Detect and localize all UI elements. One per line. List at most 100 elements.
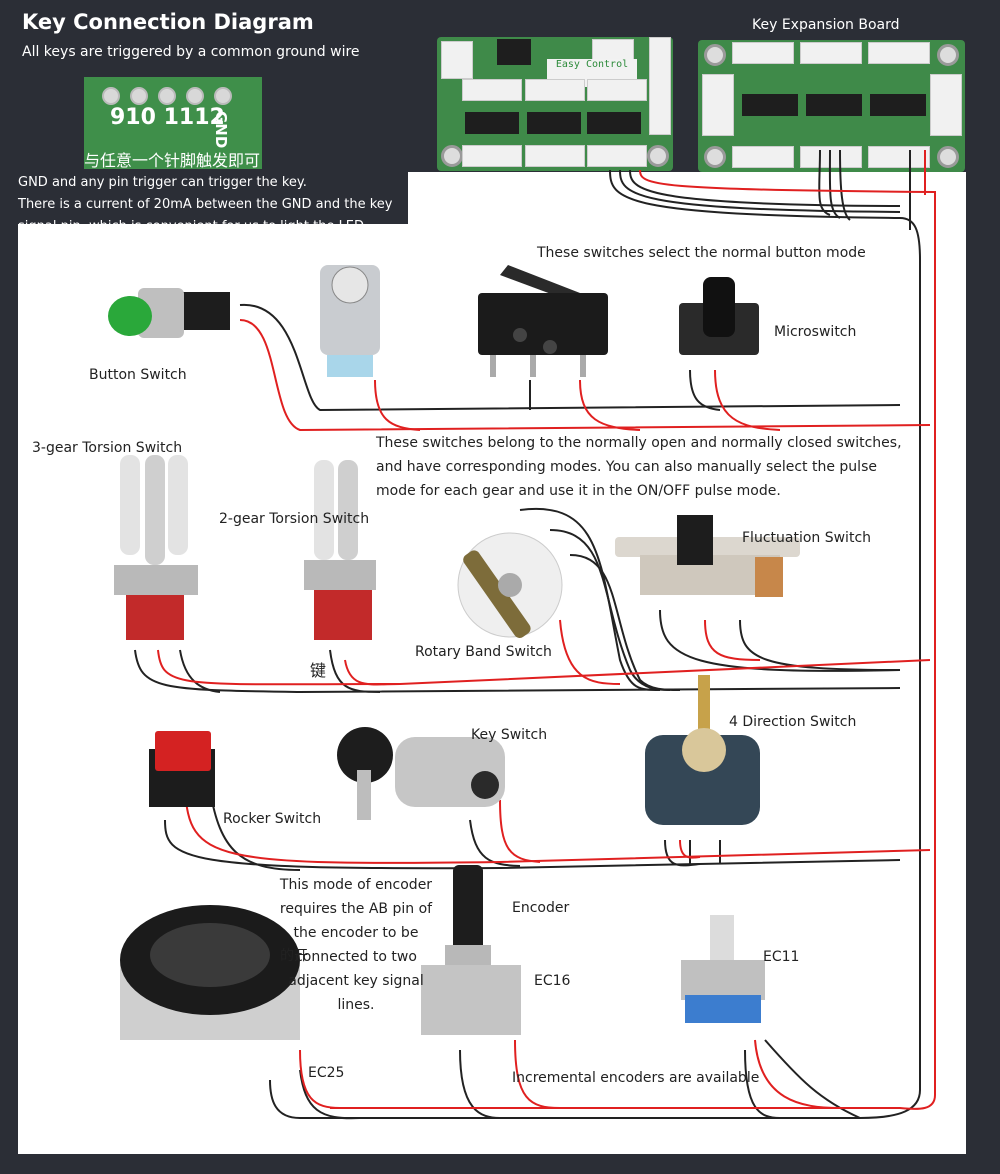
- key-switch-image: [337, 727, 505, 820]
- ground-wire: [689, 369, 721, 411]
- diagram-title: Key Connection Diagram: [22, 10, 314, 34]
- note-line: This mode of encoder: [279, 877, 433, 893]
- label-rocker-switch: Rocker Switch: [223, 811, 322, 827]
- label-button-switch: Button Switch: [89, 367, 187, 383]
- pin-hole-icon: [158, 87, 176, 105]
- mount-hole-icon: [704, 44, 726, 66]
- ground-wire: [469, 819, 521, 867]
- two-gear-toggle-image: [304, 460, 376, 640]
- signal-wire: [499, 799, 541, 863]
- connector: [800, 42, 862, 64]
- expansion-board: [698, 40, 965, 172]
- ground-wire: [299, 1069, 361, 1120]
- pin-hole-icon: [186, 87, 204, 105]
- connector: [732, 42, 794, 64]
- connector: [800, 146, 862, 168]
- chip: [527, 112, 581, 134]
- button-switch-image: [108, 288, 230, 338]
- note-line: adjacent key signal: [288, 973, 424, 989]
- pin-hole-icon: [102, 87, 120, 105]
- three-gear-toggle-image: [114, 455, 198, 640]
- ground-wire: [839, 149, 851, 221]
- pin-hole-icon: [214, 87, 232, 105]
- mount-hole-icon: [704, 146, 726, 168]
- mount-hole-icon: [937, 44, 959, 66]
- signal-wire: [344, 659, 401, 686]
- signal-wire: [679, 839, 701, 859]
- pin-hole-icon: [130, 87, 148, 105]
- cjk-caption: 与任意一个针脚触发即可: [84, 151, 261, 170]
- info-line: GND and any pin trigger can trigger the …: [18, 175, 307, 190]
- ground-wire: [239, 303, 901, 412]
- rotary-band-switch-image: [457, 532, 563, 638]
- info-line: There is a current of 20mA between the G…: [18, 197, 393, 212]
- mount-hole-icon: [647, 145, 669, 167]
- chip: [465, 112, 519, 134]
- note-line: mode for each gear and use it in the ON/…: [376, 483, 781, 499]
- note-line: the encoder to be: [293, 925, 419, 941]
- ec25-encoder-image: [120, 905, 300, 1040]
- ground-wire: [739, 619, 901, 671]
- connector: [649, 37, 671, 135]
- rocker-switch-image: [149, 731, 215, 807]
- ground-wire: [664, 839, 701, 867]
- ec11-encoder-image: [681, 915, 765, 1023]
- pin-header-image: 910 1112 GND 与任意一个针脚触发即可: [84, 77, 262, 170]
- connector: [462, 79, 522, 101]
- note-line: These switches belong to the normally op…: [376, 435, 902, 451]
- four-direction-switch-image: [645, 675, 760, 825]
- slide-switch-image: [615, 515, 800, 597]
- connector: [702, 74, 734, 136]
- label-key-switch: Key Switch: [471, 727, 548, 743]
- pin-numbers: 910 1112: [110, 105, 225, 130]
- signal-wire: [330, 169, 936, 1110]
- signal-wire: [754, 1039, 841, 1109]
- connector: [930, 74, 962, 136]
- label-two-gear-torsion: 2-gear Torsion Switch: [219, 511, 370, 527]
- ground-wire: [164, 819, 901, 870]
- label-ec25: EC25: [308, 1065, 345, 1081]
- stray-key-glyph: 键: [310, 661, 327, 680]
- mount-hole-icon: [441, 145, 463, 167]
- label-three-gear-torsion: 3-gear Torsion Switch: [32, 440, 183, 456]
- signal-wires: [157, 150, 936, 1110]
- signal-wire: [514, 1039, 561, 1109]
- note-line: lines.: [337, 997, 375, 1013]
- ground-wire: [269, 169, 921, 1119]
- signal-wire: [579, 379, 641, 431]
- note-line: requires the AB pin of: [279, 901, 433, 917]
- stray-de-glyph: 的开: [280, 948, 308, 964]
- ground-wire: [569, 554, 681, 691]
- connector: [525, 79, 585, 101]
- connector: [525, 145, 585, 167]
- ground-wire: [764, 1039, 861, 1119]
- gnd-label: GND: [212, 111, 230, 149]
- ground-wire: [329, 649, 381, 693]
- microswitch-lever-image: [478, 265, 608, 377]
- chip: [587, 112, 641, 134]
- note-line: connected to two: [295, 949, 417, 965]
- ground-wire: [459, 1049, 501, 1119]
- note-normal-button-mode: These switches select the normal button …: [537, 245, 866, 261]
- signal-wire: [157, 649, 931, 686]
- signal-wire: [184, 789, 931, 864]
- expansion-board-label: Key Expansion Board: [752, 17, 900, 33]
- signal-wire: [374, 379, 421, 431]
- signal-wire: [559, 619, 621, 685]
- ground-wire: [209, 789, 301, 871]
- signal-wire: [704, 619, 761, 661]
- connector: [868, 42, 930, 64]
- connector: [868, 146, 930, 168]
- note-line: and have corresponding modes. You can al…: [376, 459, 877, 475]
- label-fluctuation-switch: Fluctuation Switch: [742, 530, 872, 546]
- connector: [462, 145, 522, 167]
- chip: [806, 94, 862, 116]
- connector: [587, 79, 647, 101]
- ground-wire: [818, 149, 831, 216]
- label-rotary-band-switch: Rotary Band Switch: [415, 644, 552, 660]
- mount-hole-icon: [937, 146, 959, 168]
- note-encoder-ab-pins: This mode of encoder requires the AB pin…: [276, 873, 436, 1017]
- metal-push-button-image: [320, 265, 380, 377]
- controller-board: Easy Control: [437, 37, 673, 171]
